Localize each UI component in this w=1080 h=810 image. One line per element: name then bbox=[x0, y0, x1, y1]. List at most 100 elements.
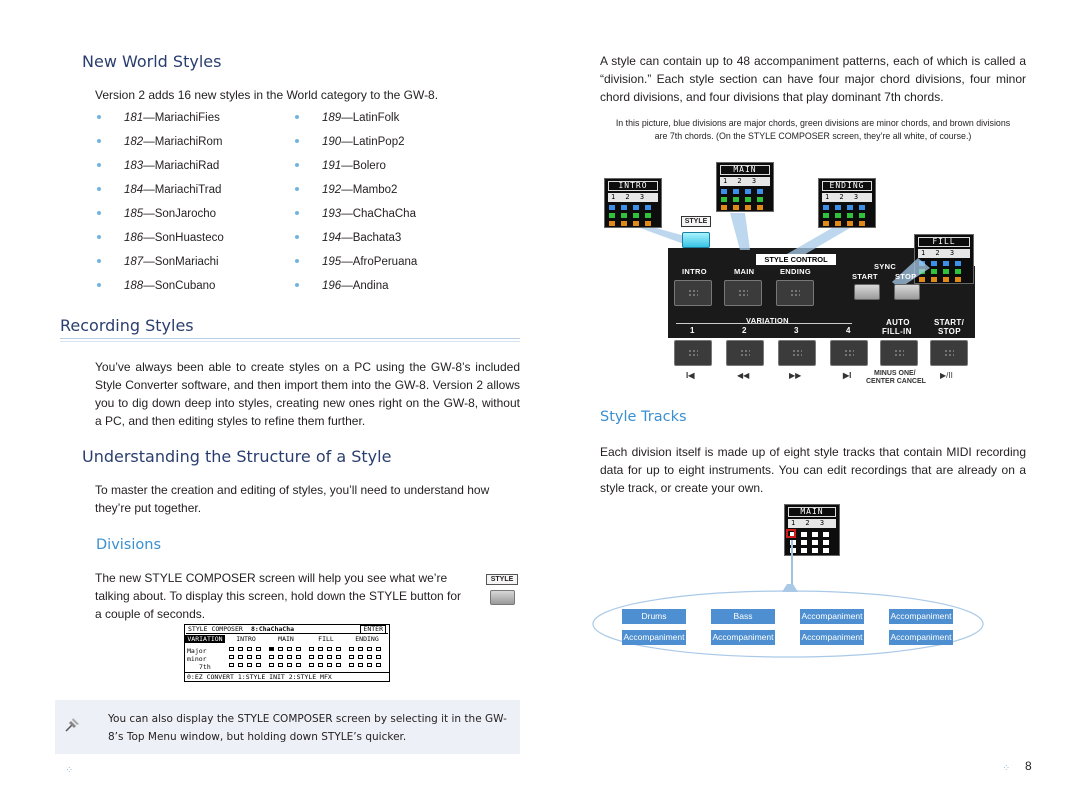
skip-back-icon: I◀ bbox=[686, 371, 695, 380]
intro-label: INTRO bbox=[682, 267, 707, 276]
division-cell bbox=[943, 261, 949, 266]
fill-division-grid bbox=[919, 261, 971, 285]
division-cell bbox=[733, 205, 739, 210]
skip-forward-icon: ▶I bbox=[843, 371, 852, 380]
ending-button[interactable] bbox=[776, 280, 814, 306]
screen-cell bbox=[296, 663, 301, 667]
main-label: MAIN bbox=[734, 267, 755, 276]
division-cell bbox=[847, 205, 853, 210]
variation-4-button[interactable] bbox=[830, 340, 868, 366]
division-cell bbox=[645, 213, 651, 218]
sync-start-label: START bbox=[852, 272, 878, 281]
main-division-grid bbox=[721, 189, 773, 213]
track-tag: Accompaniment 2 bbox=[889, 609, 953, 636]
screen-col-intro: INTRO bbox=[236, 635, 256, 643]
list-item: 189—LatinFolk bbox=[295, 110, 475, 134]
style-tracks-heading: Style Tracks bbox=[600, 409, 687, 425]
division-cell bbox=[801, 540, 807, 545]
recording-body: You’ve always been able to create styles… bbox=[95, 360, 520, 428]
recording-styles-heading: Recording Styles bbox=[60, 316, 194, 335]
screen-cell bbox=[309, 655, 314, 659]
screen-cell bbox=[247, 663, 252, 667]
screen-cell bbox=[229, 663, 234, 667]
screen-cell bbox=[358, 647, 363, 651]
style-button-lit[interactable] bbox=[682, 232, 710, 248]
variation-1-button[interactable] bbox=[674, 340, 712, 366]
division-cell bbox=[621, 205, 627, 210]
division-cell bbox=[859, 213, 865, 218]
list-item: 185—SonJarocho bbox=[97, 206, 277, 230]
screen-cell bbox=[247, 655, 252, 659]
play-pause-icon: ▶/II bbox=[940, 371, 953, 380]
track-tag: Accompaniment 5 bbox=[800, 630, 864, 657]
screen-cell bbox=[318, 647, 323, 651]
screen-row-minor: minor bbox=[187, 655, 207, 663]
variation-3-button[interactable] bbox=[778, 340, 816, 366]
screen-cell bbox=[269, 647, 274, 651]
variation-3-label: 3 bbox=[794, 326, 799, 335]
sync-stop-button[interactable] bbox=[894, 284, 920, 300]
screen-cell bbox=[247, 647, 252, 651]
screen-header-left: STYLE COMPOSER bbox=[188, 625, 243, 633]
screen-cell bbox=[278, 663, 283, 667]
screen-cell bbox=[318, 663, 323, 667]
screen-col-fill: FILL bbox=[318, 635, 334, 643]
start-stop-button[interactable] bbox=[930, 340, 968, 366]
fast-forward-icon: ▶▶ bbox=[789, 371, 802, 380]
division-cell bbox=[823, 540, 829, 545]
style-label: STYLE bbox=[681, 216, 711, 227]
variation-2-button[interactable] bbox=[726, 340, 764, 366]
division-cell bbox=[859, 221, 865, 226]
division-cell bbox=[955, 261, 961, 266]
tip-text: You can also display the STYLE COMPOSER … bbox=[108, 713, 507, 743]
start-stop-label: STOP bbox=[938, 327, 961, 336]
division-cell bbox=[943, 269, 949, 274]
track-tag: Accompaniment 3 bbox=[622, 630, 686, 657]
division-cell bbox=[823, 205, 829, 210]
intro-button[interactable] bbox=[674, 280, 712, 306]
division-cell bbox=[745, 189, 751, 194]
division-cell bbox=[931, 261, 937, 266]
list-item: 188—SonCubano bbox=[97, 278, 277, 302]
division-cell bbox=[801, 548, 807, 553]
right-footer-ornament: ·:· bbox=[1003, 762, 1009, 772]
screen-enter: ENTER bbox=[360, 625, 386, 634]
division-cell bbox=[859, 205, 865, 210]
ending-display: ENDING 1 2 3 4 bbox=[818, 178, 876, 228]
page-number: 8 bbox=[1025, 759, 1032, 773]
screen-cell bbox=[287, 663, 292, 667]
division-cell bbox=[931, 269, 937, 274]
divisions-heading: Divisions bbox=[96, 537, 162, 553]
style-button[interactable] bbox=[490, 590, 515, 605]
main-button[interactable] bbox=[724, 280, 762, 306]
variation-label: VARIATION bbox=[746, 316, 789, 325]
division-cell bbox=[835, 221, 841, 226]
screen-cell bbox=[349, 663, 354, 667]
division-cell bbox=[812, 540, 818, 545]
screen-cell bbox=[296, 655, 301, 659]
list-item: 194—Bachata3 bbox=[295, 230, 475, 254]
division-cell bbox=[955, 269, 961, 274]
intro-display: INTRO 1 2 3 4 bbox=[604, 178, 662, 228]
screen-cell bbox=[278, 647, 283, 651]
division-cell bbox=[823, 213, 829, 218]
style-list-col1: 181—MariachiFies 182—MariachiRom 183—Mar… bbox=[97, 110, 277, 302]
new-world-intro: Version 2 adds 16 new styles in the Worl… bbox=[95, 88, 439, 102]
division-cell bbox=[790, 532, 796, 537]
tip-box: You can also display the STYLE COMPOSER … bbox=[55, 700, 520, 754]
list-item: 193—ChaChaCha bbox=[295, 206, 475, 230]
division-cell bbox=[919, 269, 925, 274]
screen-cell bbox=[238, 663, 243, 667]
auto-fill-label: FILL-IN bbox=[882, 327, 912, 336]
figure-caption: In this picture, blue divisions are majo… bbox=[615, 118, 1011, 142]
division-cell bbox=[621, 221, 627, 226]
division-cell bbox=[721, 197, 727, 202]
sync-start-button[interactable] bbox=[854, 284, 880, 300]
division-cell bbox=[609, 221, 615, 226]
division-cell bbox=[801, 532, 807, 537]
auto-fill-button[interactable] bbox=[880, 340, 918, 366]
division-cell bbox=[721, 189, 727, 194]
list-item: 187—SonMariachi bbox=[97, 254, 277, 278]
screen-col-ending: ENDING bbox=[355, 635, 379, 643]
screen-cell bbox=[376, 647, 381, 651]
